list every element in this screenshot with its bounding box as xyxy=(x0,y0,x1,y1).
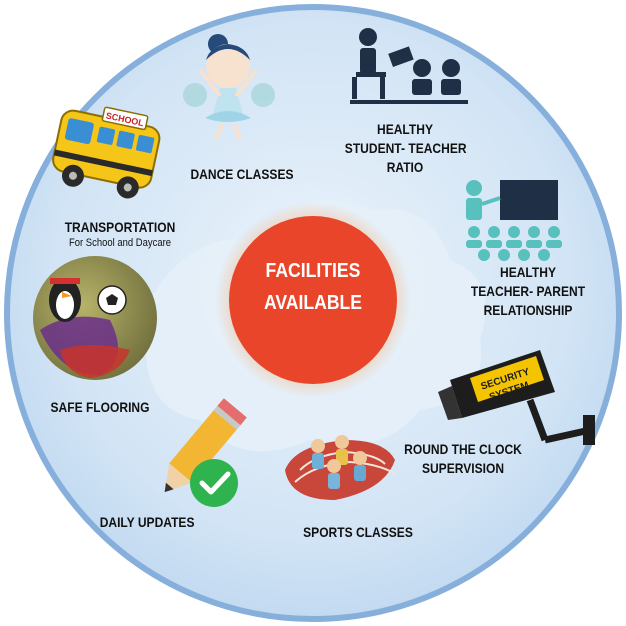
transportation-label: TRANSPORTATION For School and Daycare xyxy=(60,218,180,250)
center-title-line-2: AVAILABLE xyxy=(263,292,363,314)
soccer-ball-icon xyxy=(97,285,127,315)
safe-flooring-label: SAFE FLOORING xyxy=(50,399,150,415)
running-kids-icon xyxy=(285,435,396,500)
center-title-line-1: FACILITIES xyxy=(265,260,361,282)
classroom-presentation-icon xyxy=(466,180,562,261)
sports-classes-label: SPORTS CLASSES xyxy=(303,524,413,540)
transportation-sublabel: For School and Daycare xyxy=(68,237,172,249)
daily-updates-label: DAILY UPDATES xyxy=(99,514,195,530)
school-bus-icon: SCHOOL xyxy=(52,106,161,199)
parent-relationship-label: HEALTHY TEACHER- PARENT RELATIONSHIP xyxy=(470,264,586,318)
teacher-students-icon xyxy=(350,28,468,104)
safe-flooring-photo xyxy=(33,256,157,380)
center-title: FACILITIES AVAILABLE xyxy=(238,255,388,319)
ratio-label: HEALTHY STUDENT- TEACHER RATIO xyxy=(344,121,467,175)
pencil-check-icon xyxy=(164,398,247,507)
ballerina-icon xyxy=(183,34,275,141)
penguin-toy-icon xyxy=(49,278,81,322)
security-camera-icon: SECURITY SYSTEM xyxy=(438,350,595,445)
dance-classes-label: DANCE CLASSES xyxy=(190,166,294,182)
supervision-label: ROUND THE CLOCK SUPERVISION xyxy=(404,441,522,476)
center-circle xyxy=(229,216,397,384)
